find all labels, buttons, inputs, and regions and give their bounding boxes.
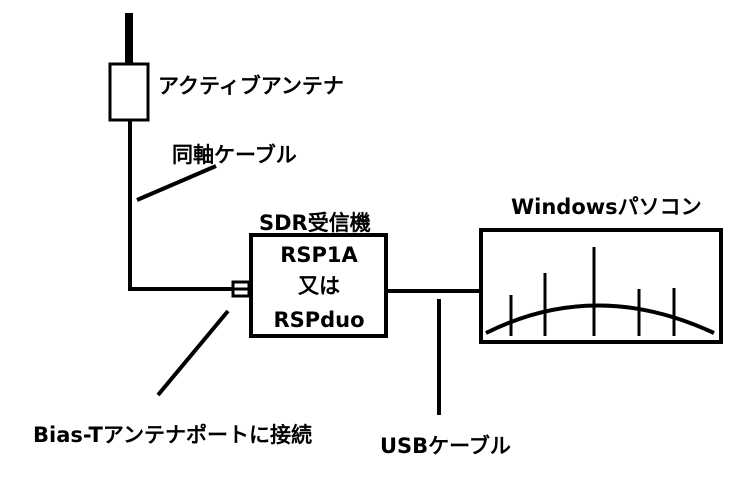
usb-label: USBケーブル <box>380 434 511 458</box>
spectrum-arc <box>485 303 715 335</box>
receiver-or: 又は <box>298 274 340 298</box>
pc-box <box>479 228 723 344</box>
antenna-box <box>108 62 150 122</box>
pc-label: Windowsパソコン <box>511 195 702 219</box>
receiver-model-2: RSPduo <box>273 308 365 332</box>
bias-t-label: Bias-Tアンテナポートに接続 <box>33 423 312 447</box>
coax-label: 同軸ケーブル <box>172 143 297 167</box>
antenna-mast <box>125 13 133 65</box>
receiver-box <box>249 233 388 338</box>
receiver-model-1: RSP1A <box>280 243 358 267</box>
bias-t-pointer <box>156 309 230 397</box>
coax-pointer <box>136 164 217 202</box>
antenna-label: アクティブアンテナ <box>158 74 344 98</box>
receiver-title: SDR受信機 <box>259 211 371 235</box>
